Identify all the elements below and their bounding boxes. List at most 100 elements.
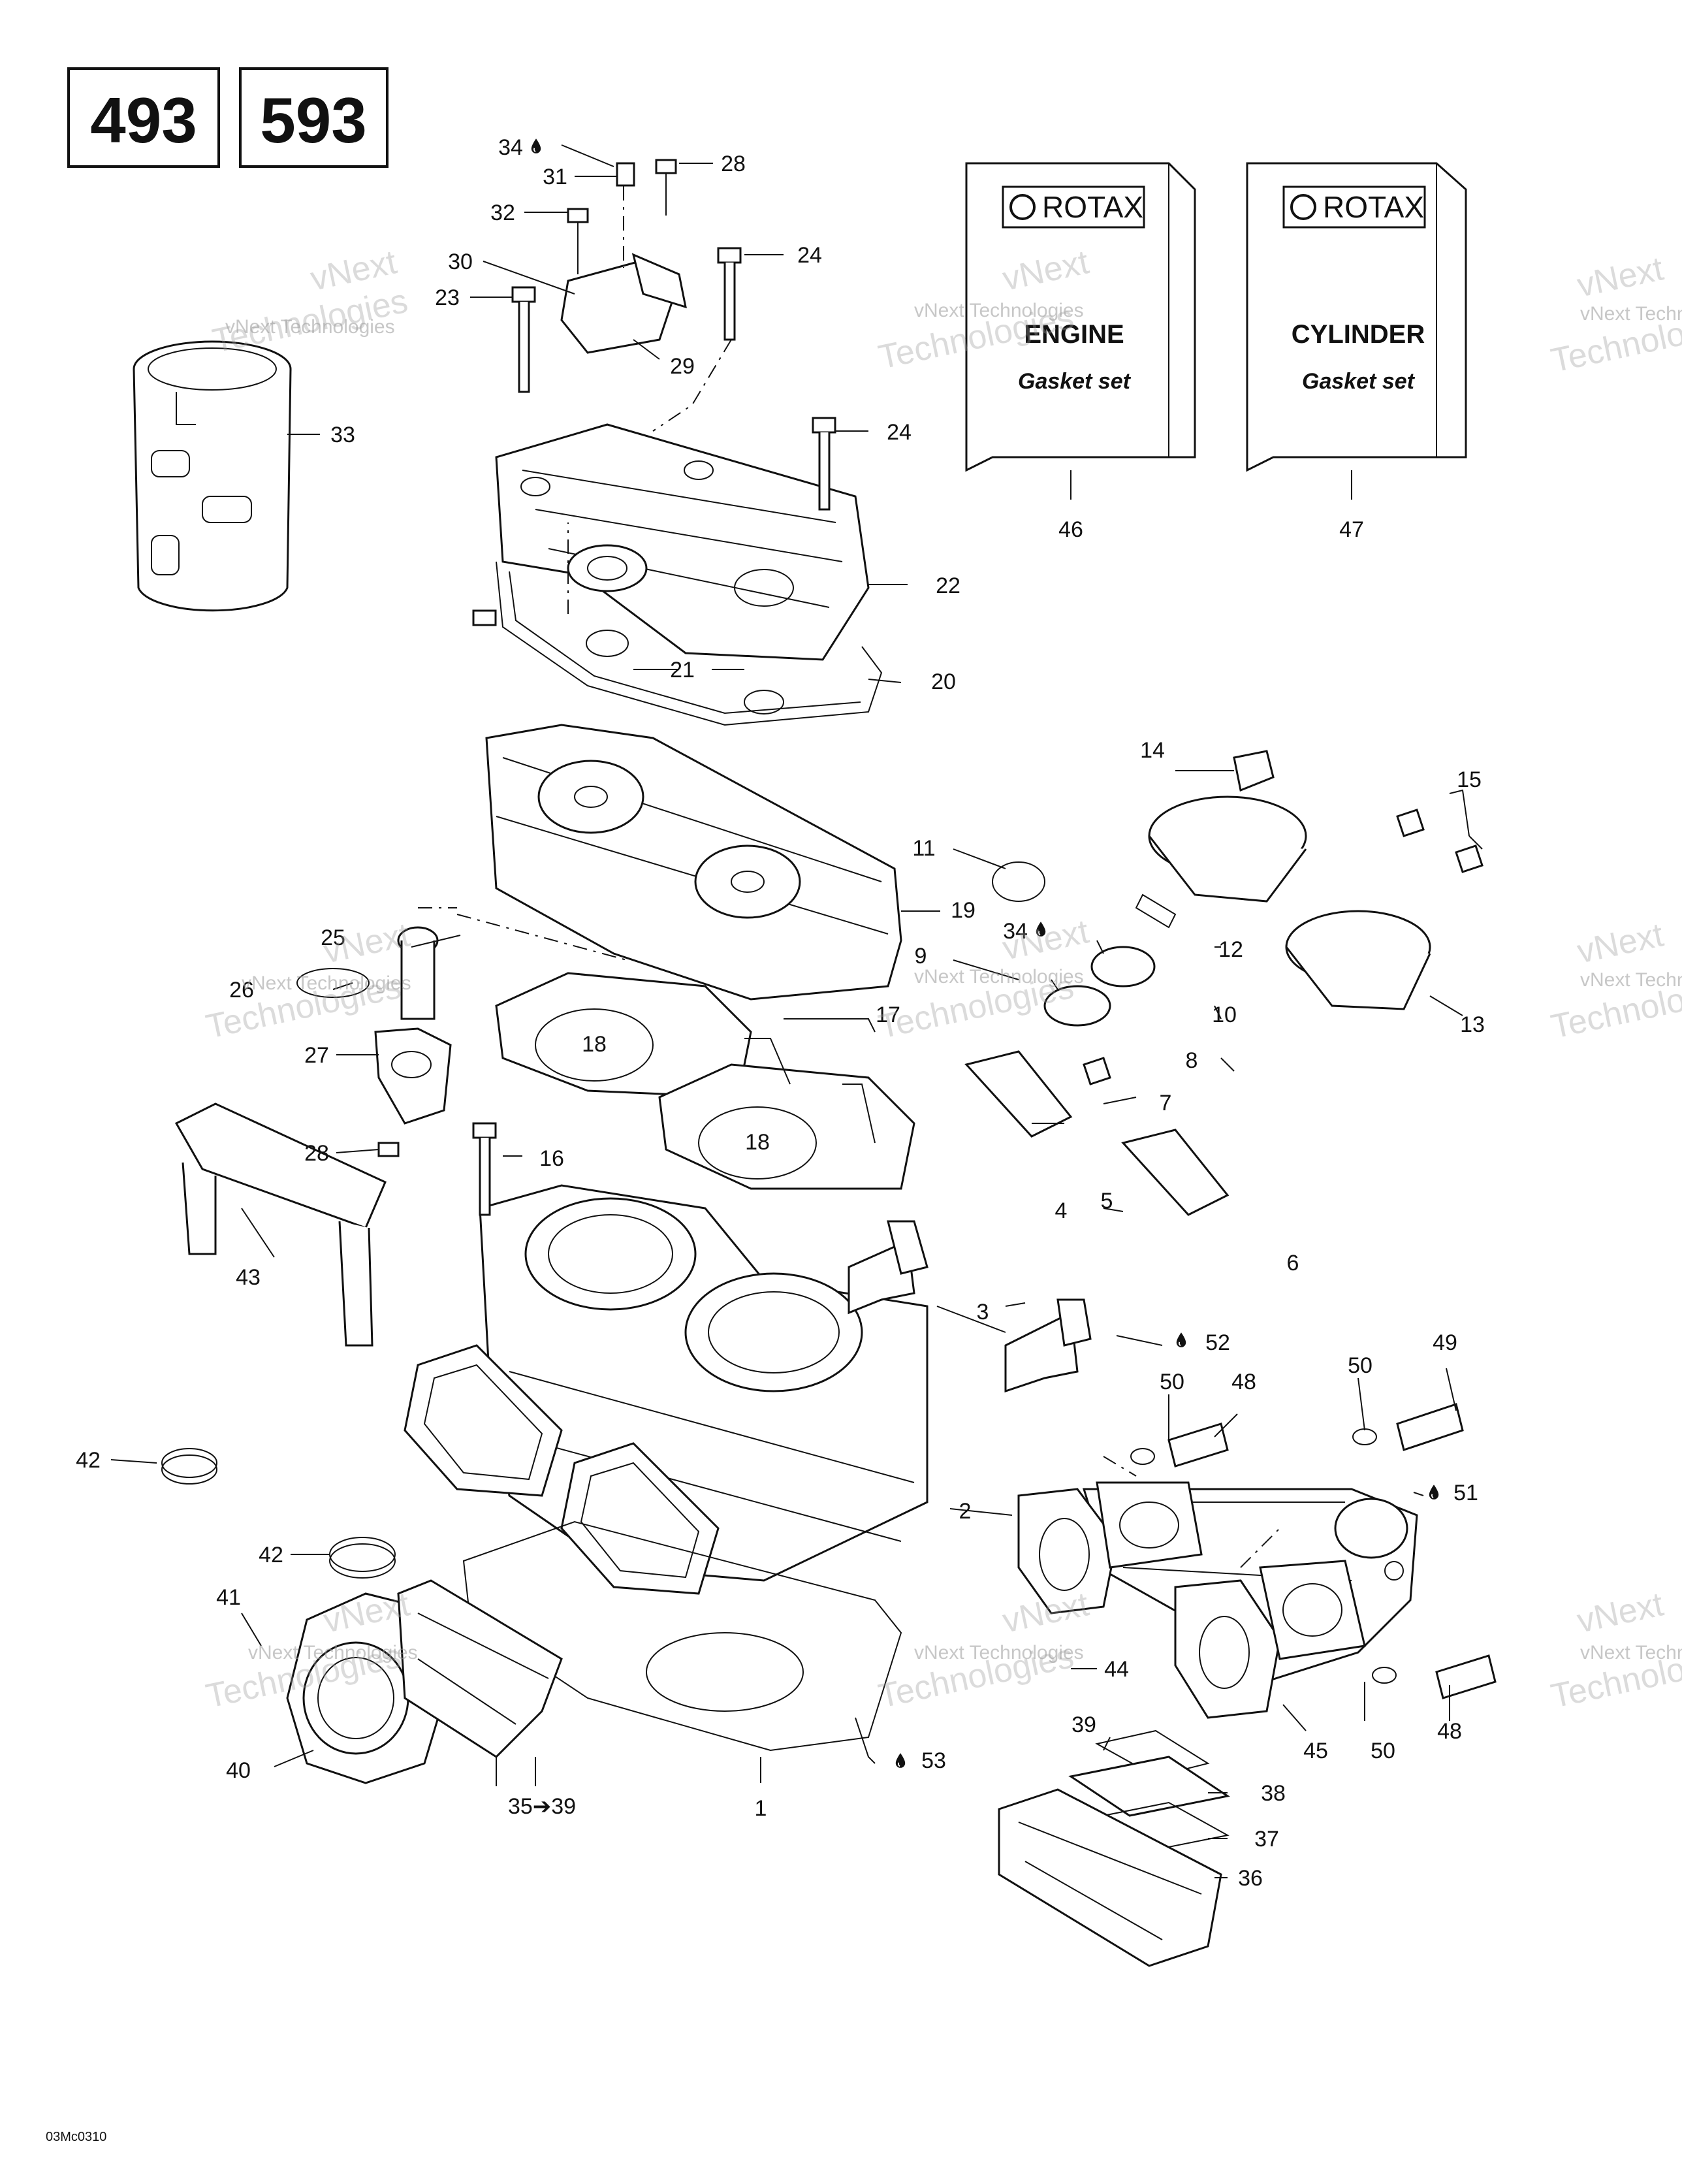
callout-31: 31	[543, 165, 567, 189]
callout-42-left: 42	[76, 1448, 101, 1473]
callout-34-lower: 34	[1003, 919, 1028, 944]
callout-14: 14	[1140, 738, 1165, 763]
hose-clamp-lower	[329, 1537, 396, 1579]
svg-text:vNext Technologies: vNext Technologies	[914, 966, 1084, 988]
svg-text:vNext: vNext	[999, 1585, 1092, 1640]
callout-labels: 1 2 3 4 5 6 7 8 9 10 11 12 13 14 15 16 1…	[76, 135, 1485, 1891]
model-badge-593: 593	[239, 67, 389, 168]
callout-26: 26	[229, 978, 254, 1003]
callout-44: 44	[1104, 1657, 1129, 1682]
svg-text:vNext: vNext	[1574, 916, 1667, 971]
callout-47: 47	[1339, 517, 1364, 542]
rotax-logo-icon	[1290, 194, 1316, 220]
callout-48-upper: 48	[1231, 1370, 1256, 1394]
callout-30: 30	[448, 249, 473, 274]
svg-text:CYLINDER: CYLINDER	[1292, 320, 1425, 349]
callout-21: 21	[670, 658, 695, 682]
svg-text:593: 593	[260, 84, 367, 156]
svg-text:vNext Technologies: vNext Technologies	[1580, 1642, 1682, 1663]
callout-9: 9	[915, 944, 927, 969]
callout-3: 3	[977, 1300, 989, 1325]
svg-text:vNext Technologies: vNext Technologies	[914, 300, 1084, 321]
callout-17: 17	[876, 1003, 900, 1027]
callout-28-upper: 28	[721, 152, 746, 176]
reed-valve-assembly-left	[397, 1579, 563, 1758]
callout-11: 11	[912, 836, 935, 861]
svg-text:ROTAX: ROTAX	[1323, 190, 1424, 224]
callout-37: 37	[1254, 1827, 1279, 1852]
svg-text:vNext Technologies: vNext Technologies	[914, 1642, 1084, 1663]
svg-text:vNext: vNext	[320, 916, 413, 971]
callout-50-left: 50	[1160, 1370, 1184, 1394]
cylinder-gasket-kit: ROTAX CYLINDER Gasket set	[1246, 162, 1467, 472]
water-outlet	[560, 253, 687, 354]
svg-text:vNext Technologies: vNext Technologies	[1580, 969, 1682, 991]
callout-22: 22	[936, 573, 960, 598]
callout-32: 32	[490, 201, 515, 225]
cylinder-head-cover	[495, 423, 870, 661]
callout-42-right: 42	[259, 1543, 283, 1567]
callout-49: 49	[1433, 1330, 1457, 1355]
callout-15: 15	[1457, 767, 1482, 792]
callout-27: 27	[304, 1043, 329, 1068]
cylinder-sleeve	[133, 340, 292, 612]
callout-29: 29	[670, 354, 695, 379]
svg-text:vNext: vNext	[1574, 249, 1667, 304]
callout-25: 25	[321, 925, 345, 950]
callout-50-right: 50	[1348, 1353, 1373, 1378]
exhaust-valve-front	[848, 1220, 928, 1315]
engine-gasket-kit: ROTAX ENGINE Gasket set	[965, 162, 1196, 472]
svg-text:493: 493	[90, 84, 197, 156]
bolts	[377, 159, 1497, 1699]
rave-valve-housing	[964, 750, 1431, 1216]
carburetor-flange	[286, 1592, 445, 1784]
svg-text:ENGINE: ENGINE	[1024, 320, 1124, 349]
callout-8: 8	[1186, 1048, 1198, 1073]
callout-12: 12	[1218, 937, 1243, 962]
svg-text:vNext Technologies: vNext Technologies	[242, 972, 411, 994]
svg-text:ROTAX: ROTAX	[1042, 190, 1143, 224]
callout-16: 16	[539, 1146, 564, 1171]
hose-clamp-upper	[161, 1448, 217, 1485]
thermostat-assembly	[296, 926, 452, 1125]
intake-flange-left	[404, 1344, 720, 1595]
callout-50-lower: 50	[1371, 1739, 1395, 1763]
callout-13: 13	[1460, 1012, 1485, 1037]
callout-10: 10	[1212, 1003, 1237, 1027]
callout-2: 2	[959, 1499, 972, 1524]
callout-43: 43	[236, 1265, 261, 1290]
callout-34-upper: 34	[498, 135, 523, 160]
callout-41: 41	[216, 1585, 241, 1610]
model-badge-493: 493	[67, 67, 220, 168]
callout-6: 6	[1287, 1251, 1299, 1276]
callout-39: 39	[1071, 1712, 1096, 1737]
callout-18-lower: 18	[745, 1130, 770, 1155]
callout-19: 19	[951, 898, 976, 923]
exhaust-manifold-gaskets	[1017, 1481, 1366, 1719]
callout-51: 51	[1453, 1481, 1478, 1505]
reed-valve-stack	[998, 1729, 1230, 1967]
callout-28-lower: 28	[304, 1141, 329, 1166]
callout-7: 7	[1160, 1091, 1172, 1116]
callout-23: 23	[435, 285, 460, 310]
callout-46: 46	[1058, 517, 1083, 542]
callout-18-upper: 18	[582, 1032, 607, 1057]
callout-20: 20	[931, 669, 956, 694]
head-cover-gasket	[496, 561, 883, 726]
callout-36: 36	[1238, 1866, 1263, 1891]
callout-48-lower: 48	[1437, 1719, 1462, 1744]
drawing-code: 03Mc0310	[46, 2130, 106, 2144]
drop-icon	[1175, 1332, 1187, 1348]
callout-53: 53	[921, 1748, 946, 1773]
svg-text:Gasket set: Gasket set	[1302, 369, 1416, 394]
callout-33: 33	[330, 423, 355, 447]
drop-icon	[895, 1752, 906, 1769]
cylinder-head	[485, 724, 902, 1001]
rotax-logo-icon	[1009, 194, 1036, 220]
callout-5: 5	[1101, 1189, 1113, 1213]
callout-1: 1	[755, 1796, 767, 1821]
svg-text:vNext Technologies: vNext Technologies	[248, 1642, 418, 1663]
callout-4: 4	[1055, 1198, 1068, 1223]
cylinder-head-gaskets	[495, 972, 915, 1190]
callout-52: 52	[1205, 1330, 1230, 1355]
